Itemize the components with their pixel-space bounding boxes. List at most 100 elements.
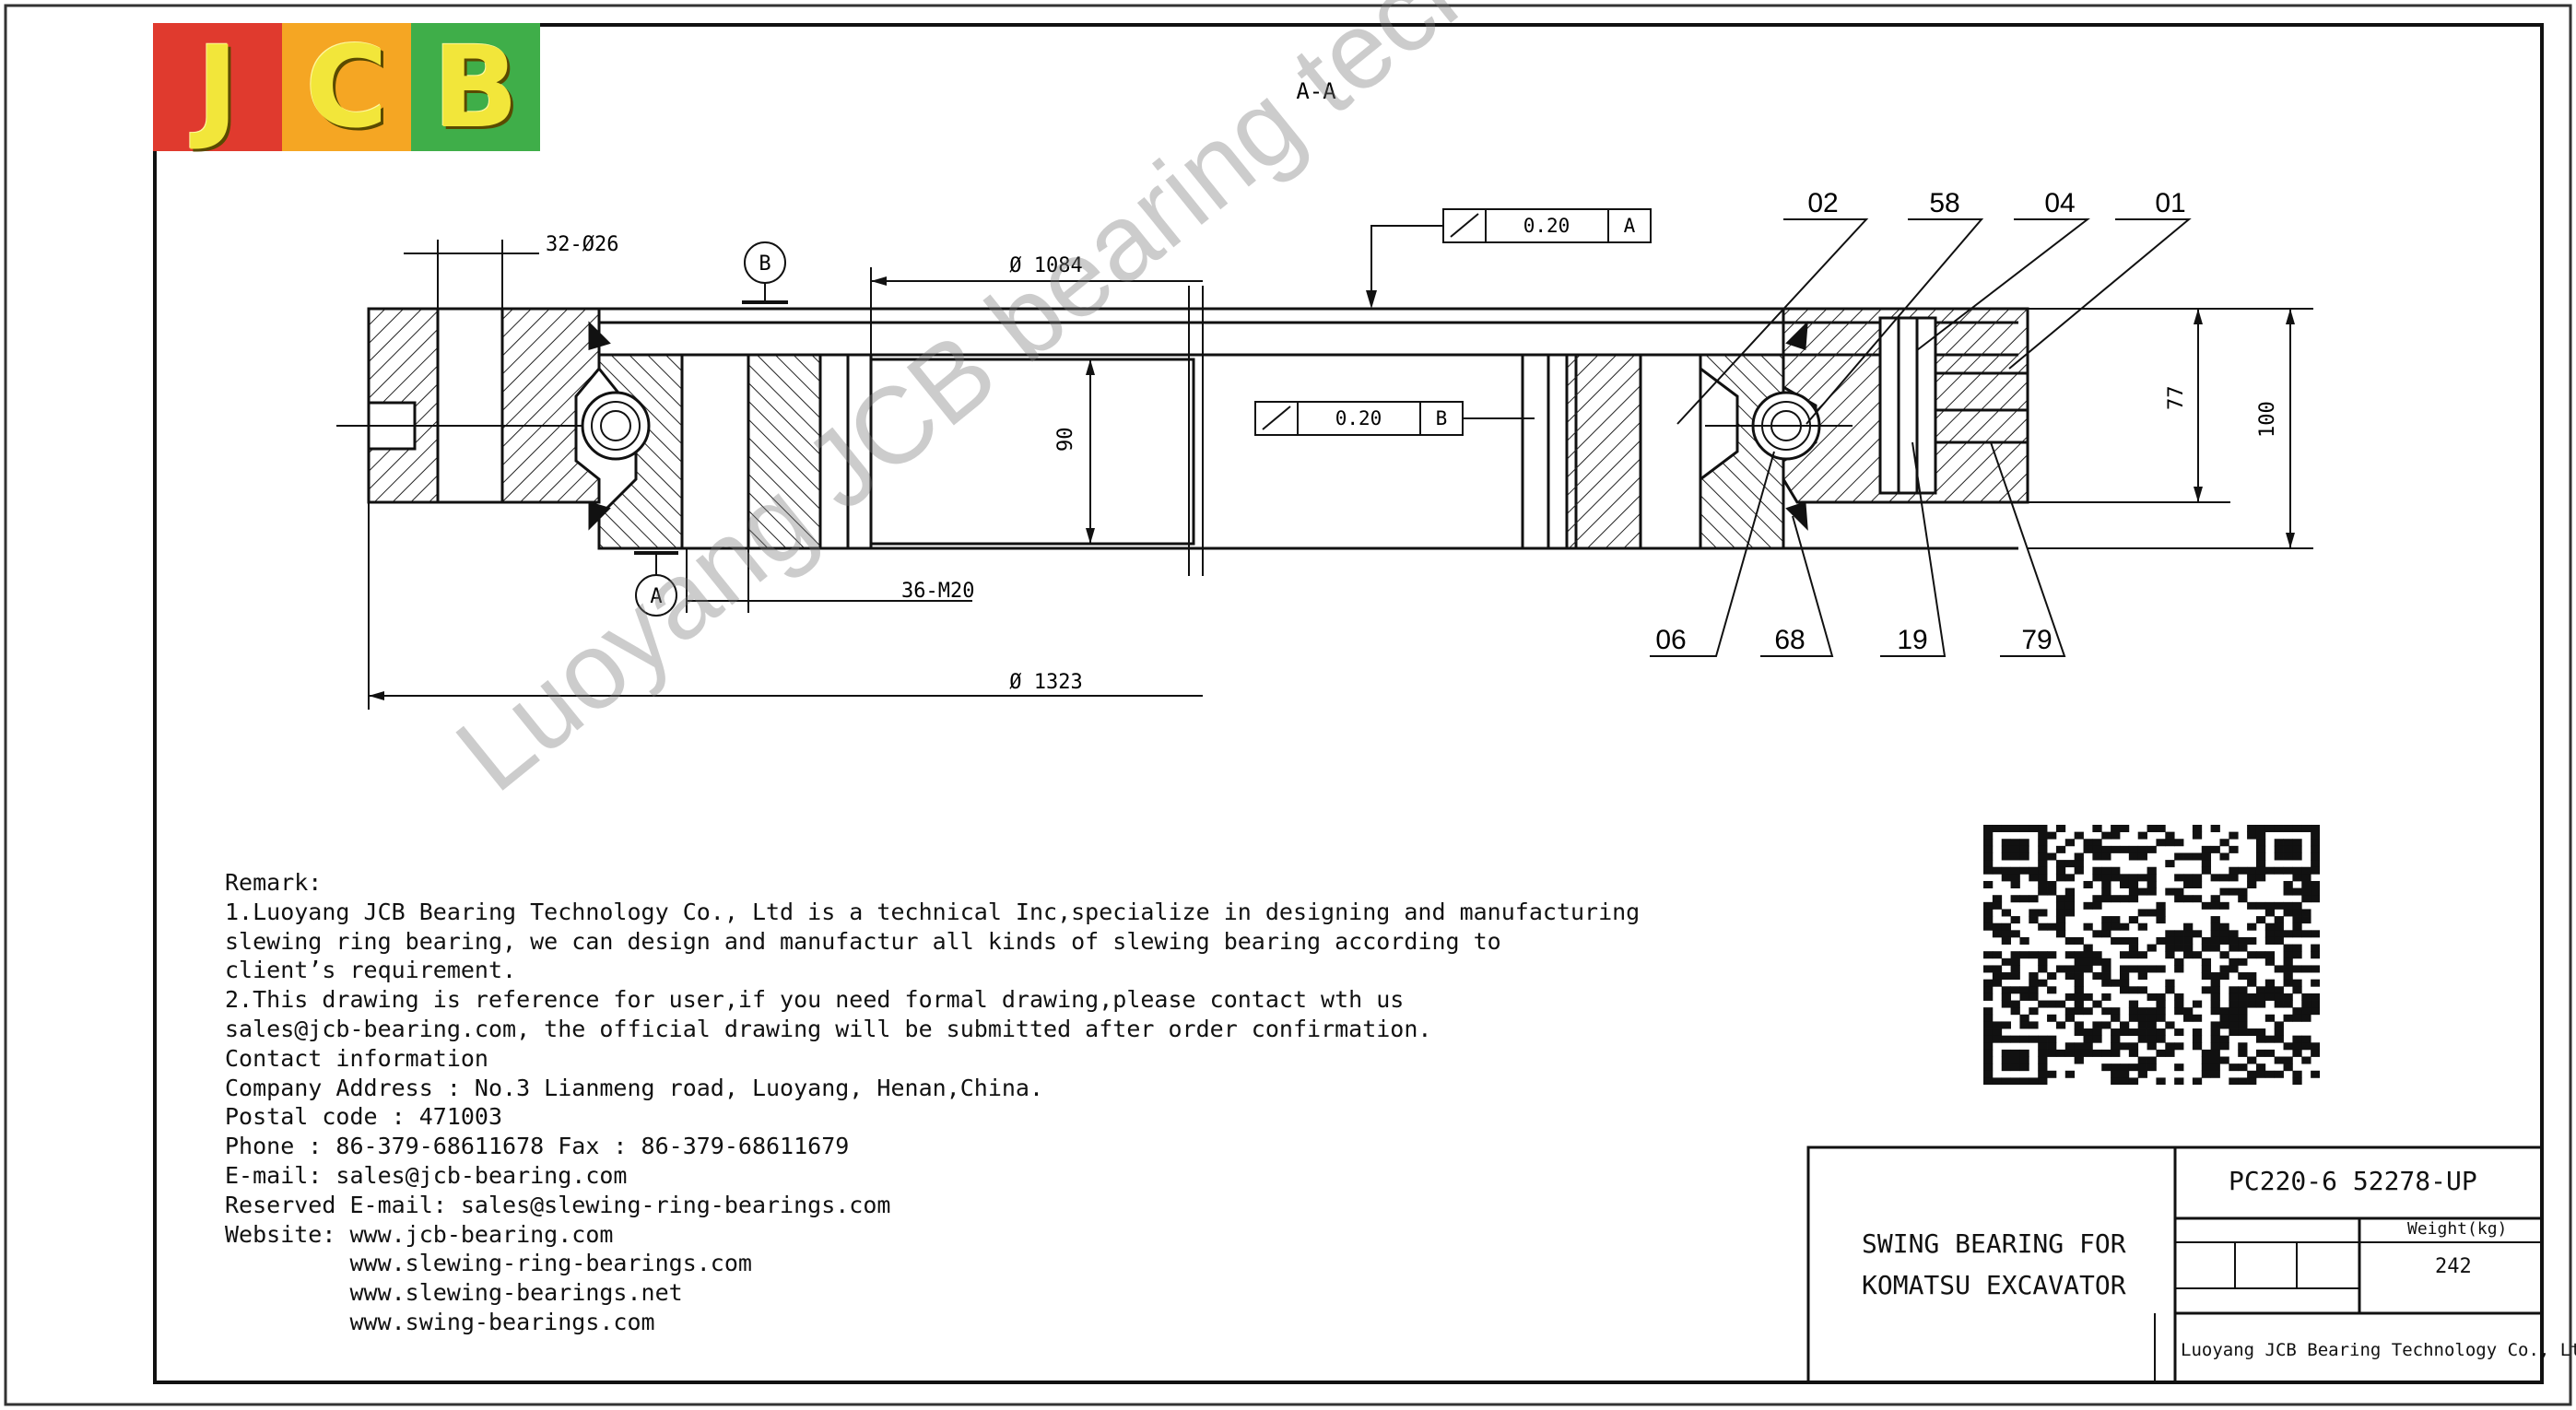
qr-module — [1992, 825, 2003, 833]
qr-module — [2001, 825, 2011, 833]
qr-module — [2183, 930, 2194, 938]
qr-module — [2001, 1049, 2011, 1057]
qr-module — [2274, 936, 2284, 945]
qr-module — [2247, 825, 2257, 833]
qr-module — [2111, 979, 2121, 987]
qr-module — [2010, 1049, 2020, 1057]
qr-module — [2229, 986, 2239, 994]
qr-module — [2174, 936, 2184, 945]
qr-module — [2137, 874, 2147, 882]
tolerance-frame-a — [1370, 208, 1652, 304]
qr-module — [2255, 916, 2266, 924]
qr-module — [2238, 1028, 2248, 1037]
qr-module — [1983, 909, 1994, 917]
qr-module — [2137, 1070, 2147, 1078]
datum-a-marker — [634, 551, 678, 617]
qr-module — [2247, 1077, 2257, 1085]
qr-module — [2010, 874, 2020, 882]
logo-letter-b: B — [411, 22, 540, 153]
qr-module — [2083, 1035, 2093, 1043]
qr-module — [2147, 1021, 2157, 1029]
qr-module — [2292, 1014, 2302, 1022]
qr-module — [2192, 951, 2203, 959]
qr-code — [1983, 825, 2320, 1085]
qr-module — [2274, 1070, 2284, 1078]
qr-module — [2019, 866, 2029, 875]
qr-module — [2247, 831, 2257, 840]
qr-module — [2101, 831, 2111, 840]
title-description-line2: KOMATSU EXCAVATOR — [1862, 1270, 2126, 1300]
weight-label: Weight(kg) — [2407, 1219, 2508, 1239]
qr-module — [2137, 972, 2147, 981]
qr-module — [1992, 1028, 2003, 1037]
qr-module — [2192, 880, 2203, 888]
qr-module — [2047, 922, 2057, 931]
qr-module — [2165, 1049, 2175, 1057]
qr-module — [2128, 951, 2139, 959]
qr-module — [2029, 916, 2039, 924]
qr-module — [1992, 965, 2003, 973]
qr-module — [2001, 839, 2011, 847]
qr-module — [2137, 1007, 2147, 1016]
qr-module — [2274, 1028, 2284, 1037]
qr-module — [2101, 1063, 2111, 1072]
qr-module — [2264, 1049, 2276, 1057]
qr-module — [2255, 1035, 2266, 1043]
qr-module — [2029, 993, 2039, 1001]
qr-module — [2274, 1000, 2284, 1008]
qr-module — [2274, 930, 2284, 938]
qr-module — [2283, 1014, 2293, 1022]
title-block — [1806, 1146, 2544, 1384]
qr-module — [2147, 909, 2157, 917]
qr-module — [2219, 1021, 2229, 1029]
qr-module — [2229, 866, 2239, 875]
qr-module — [2156, 825, 2166, 833]
qr-module — [2119, 965, 2130, 973]
qr-module — [2038, 1056, 2048, 1064]
qr-module — [2219, 965, 2229, 973]
qr-module — [2119, 972, 2130, 981]
qr-module — [2001, 972, 2011, 981]
qr-module — [2010, 839, 2020, 847]
qr-module — [2274, 1056, 2284, 1064]
qr-module — [2156, 1014, 2166, 1022]
qr-module — [2019, 1077, 2029, 1085]
qr-module — [2247, 979, 2257, 987]
qr-module — [2238, 1077, 2248, 1085]
qr-module — [2165, 930, 2175, 938]
qr-module — [2010, 1063, 2020, 1072]
logo-letter-j: J — [153, 22, 282, 153]
qr-module — [1992, 1021, 2003, 1029]
callout-06: 06 — [1655, 625, 1686, 655]
qr-module — [2156, 965, 2166, 973]
qr-module — [2119, 979, 2130, 987]
qr-module — [2047, 1042, 2057, 1051]
qr-module — [2247, 922, 2257, 931]
qr-module — [2264, 936, 2276, 945]
qr-module — [2029, 951, 2039, 959]
qr-module — [2283, 1063, 2293, 1072]
qr-module — [2001, 930, 2011, 938]
qr-module — [1992, 922, 2003, 931]
qr-module — [2001, 1077, 2011, 1085]
qr-module — [2147, 993, 2157, 1001]
qr-module — [2292, 979, 2302, 987]
qr-module — [2019, 1056, 2029, 1064]
qr-module — [2201, 965, 2212, 973]
qr-module — [2092, 825, 2102, 833]
qr-module — [2201, 866, 2212, 875]
qr-module — [2229, 874, 2239, 882]
qr-module — [2101, 845, 2111, 853]
qr-module — [2210, 1007, 2220, 1016]
qr-module — [2074, 860, 2084, 868]
remark-line: Website: www.jcb-bearing.com — [225, 1220, 614, 1248]
qr-module — [2301, 1014, 2311, 1022]
qr-module — [2064, 887, 2076, 896]
qr-module — [2311, 831, 2320, 840]
qr-module — [2192, 1077, 2203, 1085]
callout-19: 19 — [1897, 625, 1927, 655]
qr-module — [2101, 972, 2111, 981]
qr-module — [2192, 930, 2203, 938]
remark-line: Reserved E-mail: sales@slewing-ring-bear… — [225, 1191, 891, 1218]
qr-module — [2238, 936, 2248, 945]
